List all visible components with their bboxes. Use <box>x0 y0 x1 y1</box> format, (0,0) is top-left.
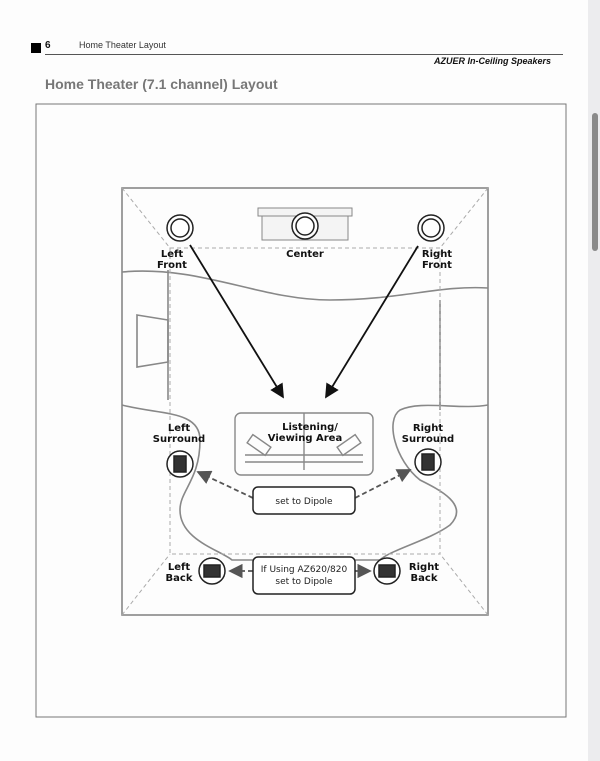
label-listening-2: Viewing Area <box>268 433 342 444</box>
page-marker <box>31 43 41 53</box>
label-right-front-1: Right <box>422 249 452 260</box>
dipole-arrows <box>196 469 412 579</box>
section-title: Home Theater Layout <box>79 40 166 50</box>
note-back-line2: set to Dipole <box>275 577 333 587</box>
label-right-back-1: Right <box>409 562 439 573</box>
diagram-frame <box>35 103 567 718</box>
header-rule <box>45 54 563 55</box>
label-center: Center <box>286 249 324 260</box>
label-left-surround-2: Surround <box>153 434 205 445</box>
note-back-line1: If Using AZ620/820 <box>261 565 348 575</box>
ceiling-guides <box>121 187 489 616</box>
vertical-scrollbar[interactable] <box>590 0 600 761</box>
front-speakers <box>166 212 445 242</box>
page-title: Home Theater (7.1 channel) Layout <box>45 76 278 92</box>
label-left-back-1: Left <box>168 562 191 573</box>
label-right-back-2: Back <box>411 573 438 584</box>
label-left-front-2: Front <box>157 260 187 271</box>
note-box-back <box>252 556 356 595</box>
label-right-front-2: Front <box>422 260 452 271</box>
note-box-surround <box>252 486 356 515</box>
label-right-surround-2: Surround <box>402 434 454 445</box>
sofa <box>234 412 374 476</box>
note-surround: set to Dipole <box>275 497 333 507</box>
label-left-back-2: Back <box>166 573 193 584</box>
label-right-surround-1: Right <box>413 423 443 434</box>
brand-title: AZUER In-Ceiling Speakers <box>433 56 551 66</box>
dipole-speakers <box>166 448 442 585</box>
label-left-surround-1: Left <box>168 423 191 434</box>
room <box>121 187 489 616</box>
page-number: 6 <box>45 40 51 51</box>
label-left-front-1: Left <box>161 249 184 260</box>
front-arrows <box>189 244 419 399</box>
label-listening-1: Listening/ <box>282 422 338 433</box>
scrollbar-thumb[interactable] <box>592 113 598 251</box>
